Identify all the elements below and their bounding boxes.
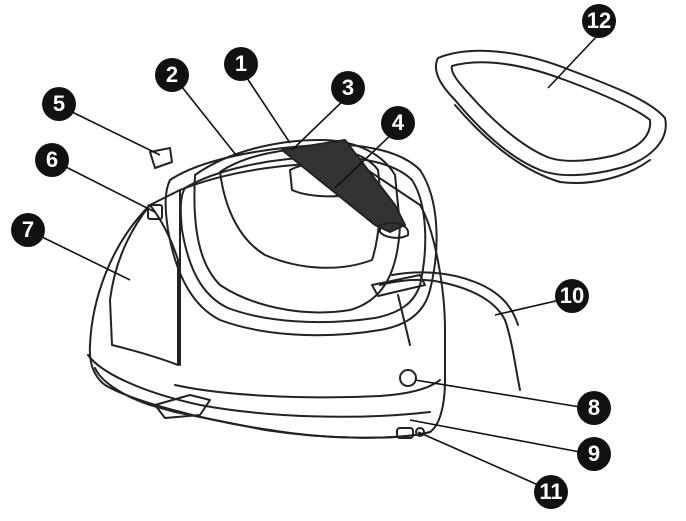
cord-to-station [397, 294, 411, 346]
base-bottom-rim [87, 354, 431, 418]
callout-7: 7 [11, 213, 45, 247]
power-cord-outer [391, 271, 519, 326]
leader-1 [242, 71, 291, 144]
rear-tab [149, 147, 173, 169]
cord-strain-relief [371, 274, 426, 297]
callout-8: 8 [577, 391, 611, 425]
iron-handle-tip [379, 222, 410, 239]
leader-6 [61, 164, 156, 213]
iron-rest-top [164, 143, 438, 337]
iron-handle-grip [281, 139, 406, 233]
leader-12 [547, 34, 599, 89]
base-lower-band [174, 379, 441, 399]
side-connector [415, 427, 425, 437]
tray-rim-lower [454, 104, 651, 184]
callout-5: 5 [42, 87, 76, 121]
rear-release [147, 204, 163, 220]
leader-8 [414, 379, 581, 408]
leader-4 [334, 130, 396, 189]
power-cord [379, 278, 521, 391]
callout-10: 10 [555, 279, 589, 313]
callout-4: 4 [381, 106, 415, 140]
side-switch [396, 427, 414, 439]
leader-7 [39, 235, 131, 281]
callout-12: 12 [582, 4, 616, 38]
leader-3 [291, 95, 349, 151]
leader-11 [417, 431, 546, 489]
leader-10 [494, 299, 561, 316]
callout-1: 1 [224, 47, 258, 81]
callout-3: 3 [331, 71, 365, 105]
side-button [399, 369, 417, 387]
tray-outer [435, 49, 667, 177]
callout-2: 2 [155, 58, 189, 92]
callout-11: 11 [534, 475, 568, 509]
callout-9: 9 [577, 437, 611, 471]
base-handle-recess [154, 394, 211, 419]
callout-6: 6 [35, 143, 69, 177]
iron-rest-inner [179, 155, 427, 324]
base-foot [94, 367, 431, 439]
leader-5 [69, 110, 161, 156]
leader-9 [409, 419, 581, 453]
tray-inner [450, 61, 652, 162]
leader-2 [177, 81, 237, 156]
